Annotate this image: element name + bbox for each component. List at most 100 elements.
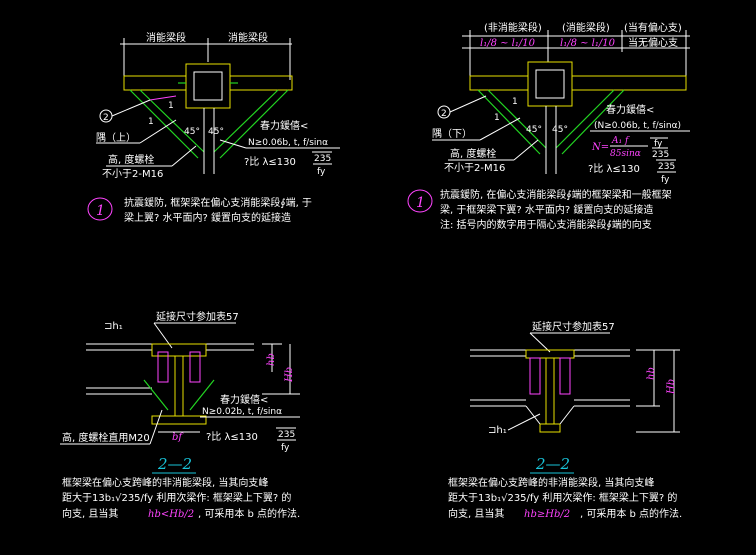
frac-den: fy	[661, 175, 670, 185]
section-label: 2—2	[535, 455, 570, 473]
detail-bottom-left: 延接尺寸参加表57 ⊐h₁ hb Hb 春力鍰僖< N≥0.02b, t, f/…	[60, 310, 300, 520]
leader	[219, 139, 247, 149]
caption-line-2: 距大于13b₁√235/fy 利用次梁作: 框架梁上下翼? 的	[448, 491, 677, 504]
detail-bottom-right: 延接尺寸参加表57 hb Hb ⊐h₁ 2—2 框架梁在偏心支跨峰的非消能梁段,…	[448, 320, 682, 520]
caption-line-1: 框架梁在偏心支跨峰的非消能梁段, 当其向支峰	[62, 476, 268, 489]
detail-top-left: 消能梁段 消能梁段 2 隅（上） 1 1 45° 45° 高, 度螺栓 不小于2…	[87, 31, 340, 224]
beam-left	[469, 75, 529, 91]
left-label: ⊐h₁	[488, 425, 507, 436]
caption-cond: hb≥Hb/2	[524, 509, 570, 520]
leader	[479, 117, 521, 141]
deg-right: 45°	[208, 127, 224, 137]
label-hb: hb	[266, 353, 277, 366]
dim-label-left: 消能梁段	[146, 31, 186, 44]
leader	[139, 119, 177, 144]
brace	[189, 379, 215, 411]
bolt-label: 高, 度螺栓直用M20	[62, 431, 150, 444]
frac2-num: fy	[654, 139, 663, 149]
column-inner	[535, 69, 565, 99]
detail-number-circle	[407, 189, 433, 213]
tag-number: 2	[441, 109, 447, 119]
label-Hb: Hb	[284, 367, 295, 383]
deg-left: 45°	[526, 125, 542, 135]
header-1: (非消能梁段)	[484, 21, 542, 34]
beam-right	[571, 75, 687, 91]
leader	[513, 139, 539, 161]
beam-right	[229, 75, 293, 91]
force-formula: N≥0.02b, t, f/sinα	[202, 407, 282, 417]
connection-plate	[189, 351, 201, 383]
brace-left	[487, 89, 547, 149]
caption-line-2: 距大于13b₁√235/fy 利用次梁作: 框架梁上下翼? 的	[62, 491, 291, 504]
leader	[529, 332, 551, 353]
brace-right	[555, 89, 615, 149]
slenderness: ?比 λ≤130	[206, 431, 258, 443]
stiffener	[559, 405, 575, 425]
force-note: 春力鍰僖<	[260, 119, 308, 132]
force-eq-den: 85sinα	[610, 149, 641, 159]
sub-3: 当无偏心支	[628, 36, 678, 49]
deg-left: 45°	[184, 127, 200, 137]
brace	[143, 379, 169, 411]
bolt-label-1: 高, 度螺栓	[108, 153, 154, 166]
caption-tail: , 可采用本 b 点的作法.	[580, 507, 682, 520]
sub-2: l₁/8 ~ l₁/10	[560, 38, 616, 49]
detail-number: 1	[416, 195, 425, 211]
top-note: 延接尺寸参加表57	[156, 310, 239, 323]
bottom-flange	[151, 415, 207, 425]
frac-den: fy	[317, 167, 326, 177]
brace-left	[129, 89, 199, 159]
leader	[149, 409, 163, 445]
tag-number: 2	[103, 113, 109, 123]
column	[527, 61, 573, 107]
dim-label-right: 消能梁段	[228, 31, 268, 44]
caption-line-1: 抗震鍰防, 在偏心支消能梁段∮端的框架梁和一般框架	[440, 188, 672, 201]
deg-right: 45°	[552, 125, 568, 135]
connection-plate	[157, 351, 169, 383]
section-label: 2—2	[157, 455, 192, 473]
caption-line-1: 抗震鍰防, 框架梁在偏心支消能梁段∮端, 于	[124, 196, 312, 209]
top-flange	[151, 343, 207, 357]
label-Hb: Hb	[666, 379, 677, 395]
frac-den: fy	[281, 443, 290, 453]
top-note: 延接尺寸参加表57	[532, 320, 615, 333]
connection-plate	[559, 357, 571, 395]
bolt-label-2: 不小于2-M16	[102, 168, 163, 180]
connection-plate	[529, 357, 541, 395]
column-inner	[193, 71, 223, 101]
leader	[507, 413, 541, 431]
leader	[111, 99, 151, 117]
caption-line-2: 梁, 于框架梁下翼? 水平面内? 鍰置向支的延接造	[440, 203, 653, 216]
caption-line-2: 梁上翼? 水平面内? 鍰置向支的延接造	[124, 211, 291, 224]
caption-line-3: 注: 括号内的数字用于隔心支消能梁段∮端的向支	[440, 218, 652, 231]
detail-number: 1	[96, 203, 105, 219]
frac-num: 235	[278, 430, 295, 440]
label-bf: bf	[172, 432, 184, 443]
web	[174, 355, 184, 417]
brace-right	[219, 89, 289, 159]
label-hb: hb	[646, 367, 657, 380]
caption-line-3: 向支, 且当其	[62, 507, 118, 520]
stiffener-label: 隅（上）	[96, 132, 136, 144]
stiffener-label: 隅（下）	[432, 128, 472, 140]
angle-mark: 1	[494, 113, 500, 123]
force-note: 春力鍰僖<	[606, 103, 654, 116]
force-formula: (N≥0.06b, t, f/sinα)	[594, 121, 681, 131]
frac-num: 235	[314, 154, 331, 164]
frac-num: 235	[658, 162, 675, 172]
header-3: (当有偏心支)	[624, 21, 682, 34]
leader	[171, 145, 197, 167]
angle-mark: 1	[168, 101, 174, 111]
angle-mark: 1	[148, 117, 154, 127]
angle-mark: 1	[512, 97, 518, 107]
stiffener	[525, 405, 541, 425]
bolt-label-2: 不小于2-M16	[444, 162, 505, 174]
top-flange	[525, 349, 575, 359]
brace-right	[561, 89, 625, 155]
frac2-den: 235	[652, 150, 669, 160]
left-label: ⊐h₁	[104, 321, 123, 332]
sub-1: l₁/8 ~ l₁/10	[480, 38, 536, 49]
slenderness: ?比 λ≤130	[588, 163, 640, 175]
leader	[149, 95, 177, 101]
